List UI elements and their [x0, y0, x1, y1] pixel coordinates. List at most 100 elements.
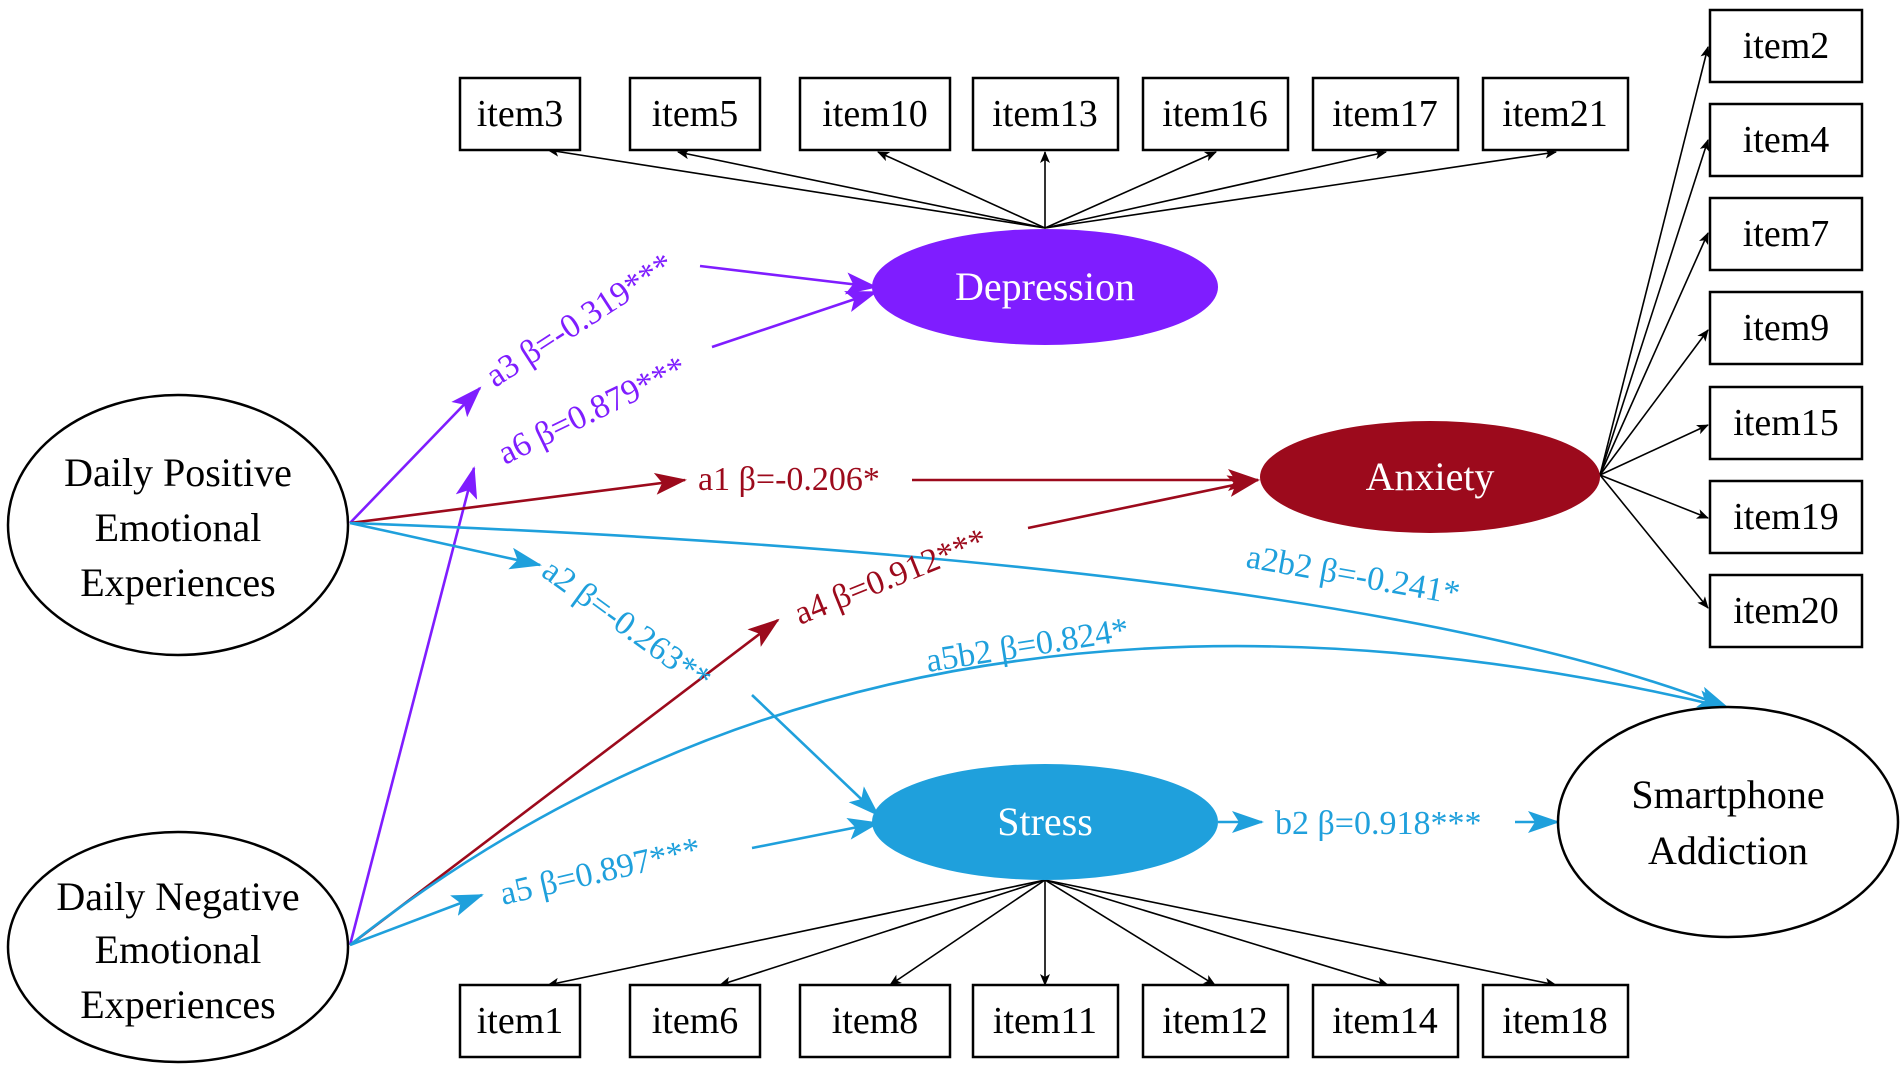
- item-label: item6: [652, 1000, 739, 1042]
- loading-arrow: [1599, 139, 1710, 476]
- label-a1: a1 β=-0.206*: [698, 461, 880, 498]
- loading-arrow: [1599, 232, 1709, 476]
- item-box: item6: [628, 983, 762, 1059]
- loading-arrow: [1599, 474, 1709, 519]
- loading-arrow: [1599, 329, 1709, 476]
- item-label: item17: [1332, 93, 1438, 135]
- item-box: item14: [1311, 983, 1460, 1059]
- label-a2b2: a2b2 β=-0.241*: [1244, 538, 1463, 612]
- item-label: item13: [992, 93, 1098, 135]
- item-label: item5: [652, 93, 739, 135]
- path-a2-arrow-1: [349, 521, 542, 570]
- item-label: item4: [1743, 119, 1830, 161]
- stress-loadings: [547, 879, 1557, 988]
- item-label: item15: [1733, 402, 1839, 444]
- dpe-label-line2: Emotional: [95, 505, 262, 550]
- item-label: item21: [1502, 93, 1608, 135]
- dne-label-line2: Emotional: [95, 927, 262, 972]
- loading-arrow: [1599, 474, 1709, 609]
- label-a5: a5 β=0.897***: [496, 831, 704, 913]
- latent-stress: Stress: [872, 764, 1218, 880]
- item-box: item5: [628, 76, 762, 152]
- path-a5b2-curve: [349, 644, 1730, 947]
- path-a6-arrow-2: [711, 290, 878, 349]
- item-box: item16: [1141, 76, 1290, 152]
- item-box: item21: [1481, 76, 1630, 152]
- item-box: item7: [1708, 196, 1864, 272]
- item-label: item19: [1733, 496, 1839, 538]
- sa-label-line1: Smartphone: [1631, 772, 1824, 817]
- item-box: item15: [1708, 385, 1864, 461]
- sa-label-line2: Addiction: [1648, 828, 1808, 873]
- path-a3-arrow-2: [699, 264, 878, 295]
- latent-anxiety: Anxiety: [1260, 421, 1600, 533]
- item-label: item14: [1332, 1000, 1438, 1042]
- dne-label-line3: Experiences: [80, 982, 275, 1027]
- item-label: item7: [1743, 213, 1830, 255]
- stress-items: item1 item6 item8 item11 item12 item14 i…: [458, 983, 1630, 1059]
- item-box: item11: [971, 983, 1120, 1059]
- item-label: item3: [477, 93, 564, 135]
- item-label: item1: [477, 1000, 564, 1042]
- loading-arrow: [1599, 424, 1709, 476]
- loading-arrow: [1599, 46, 1711, 476]
- item-box: item8: [798, 983, 952, 1059]
- loading-arrow: [1044, 879, 1216, 986]
- item-label: item12: [1162, 1000, 1268, 1042]
- item-box: item9: [1708, 290, 1864, 366]
- loading-arrow: [1044, 879, 1557, 988]
- loading-arrow: [1044, 149, 1387, 229]
- item-box: item10: [798, 76, 952, 152]
- loading-arrow: [889, 879, 1046, 986]
- loading-arrow: [1044, 148, 1557, 229]
- depression-loadings: [547, 146, 1557, 229]
- loading-arrow: [547, 146, 1046, 229]
- loading-arrow: [719, 879, 1046, 987]
- loading-arrow: [877, 151, 1046, 229]
- label-a4: a4 β=0.912***: [789, 521, 993, 632]
- label-a5b2: a5b2 β=0.824*: [923, 611, 1131, 680]
- path-a2b2-curve: [349, 521, 1730, 710]
- item-box: item2: [1708, 8, 1864, 84]
- item-box: item19: [1708, 479, 1864, 555]
- path-a4-arrow-2: [1027, 475, 1260, 530]
- path-a5-arrow-2: [751, 818, 880, 850]
- anxiety-loadings: [1599, 46, 1711, 609]
- loading-arrow: [677, 149, 1046, 229]
- loading-arrow: [1044, 151, 1217, 229]
- item-box: item3: [458, 76, 582, 152]
- path-a2-arrow-2: [751, 694, 880, 817]
- latent-depression: Depression: [872, 229, 1218, 345]
- item-box: item4: [1708, 102, 1864, 178]
- depression-items: item3 item5 item10 item13 item16 item17 …: [458, 76, 1630, 152]
- item-box: item20: [1708, 573, 1864, 649]
- label-b2: b2 β=0.918***: [1275, 805, 1481, 842]
- item-label: item10: [822, 93, 928, 135]
- dpe-label-line1: Daily Positive: [64, 450, 292, 495]
- item-box: item1: [458, 983, 582, 1059]
- anxiety-items: item2 item4 item7 item9 item15 item19 it…: [1708, 8, 1864, 649]
- item-label: item11: [993, 1000, 1097, 1042]
- dne-label-line1: Daily Negative: [56, 874, 299, 919]
- dpe-label-line3: Experiences: [80, 560, 275, 605]
- latent-dpe: Daily Positive Emotional Experiences: [6, 393, 350, 657]
- stress-label: Stress: [997, 799, 1093, 844]
- label-a2: a2 β=-0.263**: [535, 552, 718, 699]
- depression-label: Depression: [955, 264, 1135, 309]
- loading-arrow: [547, 879, 1046, 988]
- anxiety-label: Anxiety: [1366, 454, 1495, 499]
- path-a3-arrow-1: [349, 386, 482, 524]
- item-label: item16: [1162, 93, 1268, 135]
- item-label: item9: [1743, 307, 1830, 349]
- loading-arrow: [1044, 879, 1389, 987]
- item-label: item2: [1743, 25, 1830, 67]
- latent-smartphone-addiction: Smartphone Addiction: [1556, 705, 1900, 939]
- item-label: item20: [1733, 590, 1839, 632]
- item-box: item12: [1141, 983, 1290, 1059]
- item-box: item13: [971, 76, 1120, 152]
- path-a6-arrow-1: [348, 466, 478, 946]
- item-label: item8: [832, 1000, 919, 1042]
- latent-dne: Daily Negative Emotional Experiences: [6, 830, 350, 1064]
- item-box: item17: [1311, 76, 1460, 152]
